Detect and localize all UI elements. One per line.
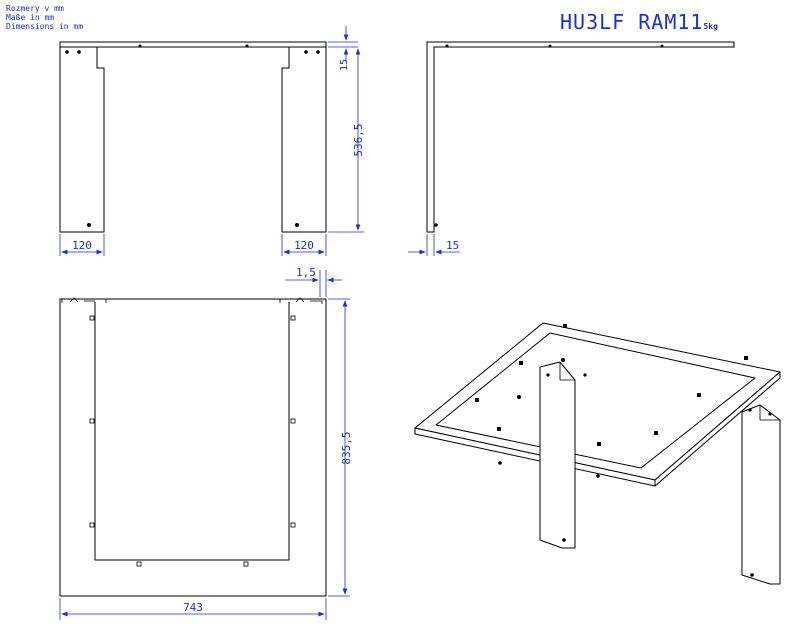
side-view <box>426 41 735 233</box>
iso-top-frame <box>414 322 781 481</box>
dim-top-width: 743 <box>183 601 203 614</box>
dim-front-flange: 15 <box>339 59 350 71</box>
top-view <box>59 297 327 597</box>
top-opening <box>94 302 290 561</box>
iso-top-right-edge <box>654 371 781 487</box>
units-note-en: Dimensions in mm <box>6 22 84 31</box>
units-note-de: Maße in mm <box>6 13 55 22</box>
top-dimensions <box>59 270 350 620</box>
side-profile <box>426 41 735 233</box>
drawing-title: HU3LF RAM115kg <box>560 10 718 34</box>
front-left-leg <box>59 47 105 233</box>
dim-front-height: 536,5 <box>352 123 365 156</box>
front-dimensions <box>59 26 364 256</box>
front-right-leg <box>281 47 327 233</box>
top-outline <box>59 298 327 597</box>
iso-top-front-edge <box>414 427 656 487</box>
dim-top-thickness: 1,5 <box>296 266 316 279</box>
units-note-cz: Rozmery v mm <box>6 4 64 13</box>
front-top-bar <box>59 41 327 48</box>
iso-leg-right <box>741 404 781 585</box>
dim-side-thickness: 15 <box>446 239 459 252</box>
model-code: HU3LF RAM11 <box>560 10 704 34</box>
iso-leg-left <box>539 361 576 549</box>
dim-right-leg-width: 120 <box>294 239 314 252</box>
weight-label: 5kg <box>703 22 718 31</box>
side-dimensions <box>408 234 460 256</box>
isometric-view <box>414 322 781 585</box>
front-view <box>59 41 327 233</box>
dim-left-leg-width: 120 <box>72 239 92 252</box>
dim-top-depth: 835,5 <box>340 431 353 464</box>
